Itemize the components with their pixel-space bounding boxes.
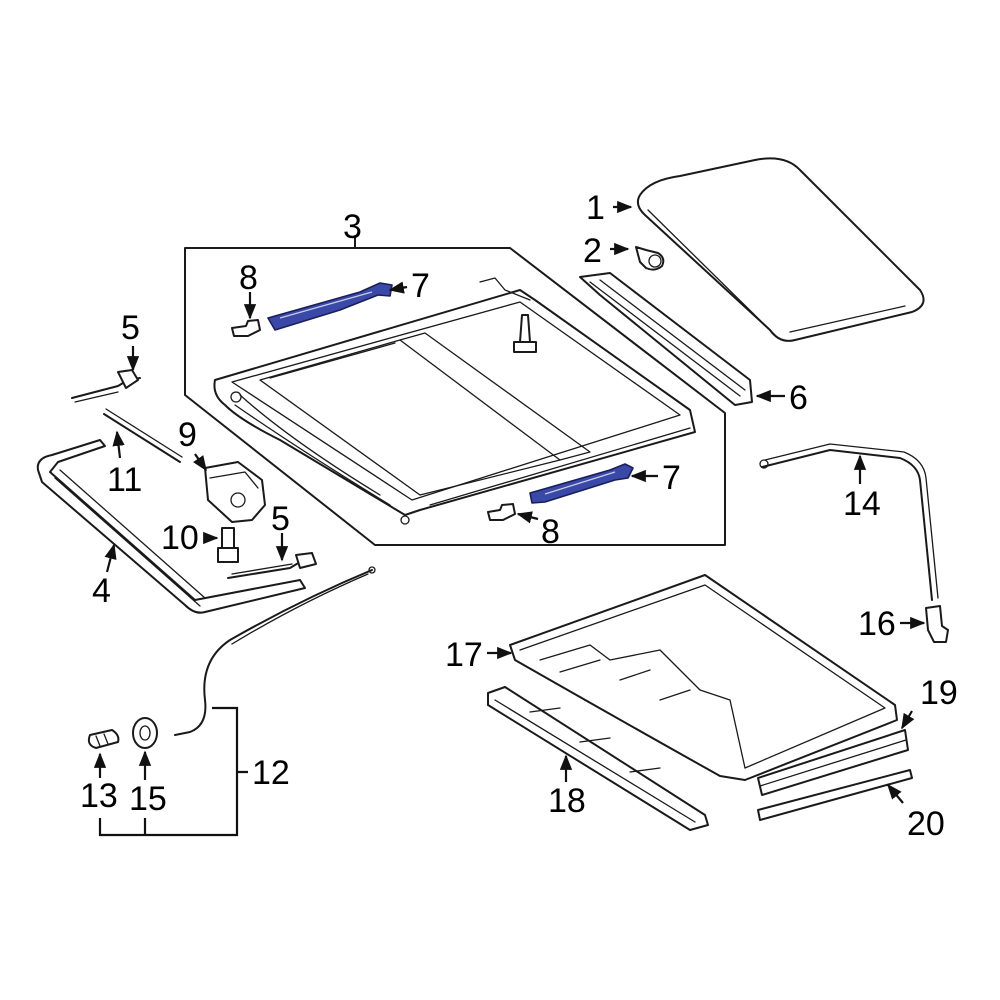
callout-7b: 7 [662,459,681,497]
callout-16: 16 [858,605,896,643]
part-7-bracket-upper[interactable] [267,282,393,331]
part-5-bracket-lower[interactable] [227,552,317,579]
callout-10: 10 [161,519,199,557]
part-11-rod[interactable] [103,408,183,463]
part-19-trim-strip[interactable] [757,729,909,796]
callout-20: 20 [907,805,945,843]
part-20-seal-strip[interactable] [757,769,913,821]
callout-8a: 8 [239,259,258,297]
frame-bolt[interactable] [513,314,537,353]
part-4-drain-channel[interactable] [36,439,306,614]
part-15-grommet[interactable] [132,717,158,749]
part-7-bracket-lower[interactable] [529,463,634,504]
leader-lines [93,200,926,837]
callout-14: 14 [843,485,881,523]
callout-15: 15 [129,780,167,818]
part-2-bolt[interactable] [635,246,665,271]
callout-12: 12 [252,754,290,792]
callout-4: 4 [92,572,111,610]
callout-5b: 5 [271,500,290,538]
callout-9: 9 [178,416,197,454]
part-18-shade-bar[interactable] [487,686,709,831]
callout-7a: 7 [411,267,430,305]
part-5-bracket-upper[interactable] [71,369,141,403]
callout-18: 18 [548,782,586,820]
callout-labels: 1 2 3 4 5 5 6 7 7 8 8 9 10 11 12 13 14 1… [80,189,958,843]
callout-6: 6 [789,379,808,417]
callout-11: 11 [107,461,142,499]
part-9-motor[interactable] [204,461,266,523]
callout-2: 2 [583,232,602,270]
callout-1: 1 [586,189,605,227]
part-13-connector[interactable] [87,729,120,749]
callout-13: 13 [80,777,118,815]
part-1-glass-panel[interactable] [636,157,925,342]
part-6-seal[interactable] [579,272,753,406]
callout-17: 17 [445,636,483,674]
part-16-hose-connector[interactable] [925,605,949,643]
part-14-drain-hose[interactable] [759,443,939,601]
callout-8b: 8 [541,513,560,551]
callout-3: 3 [343,208,362,246]
callout-19: 19 [920,674,958,712]
part-12-cable[interactable] [174,566,376,736]
callout-5a: 5 [121,309,140,347]
part-17-sunshade[interactable] [509,574,898,781]
part-3-frame-assembly-box [184,235,726,546]
part-8-clip-lower[interactable] [487,503,516,521]
part-3-frame[interactable] [213,277,696,525]
part-8-clip-upper[interactable] [231,319,261,337]
part-10-bolt[interactable] [217,527,239,563]
